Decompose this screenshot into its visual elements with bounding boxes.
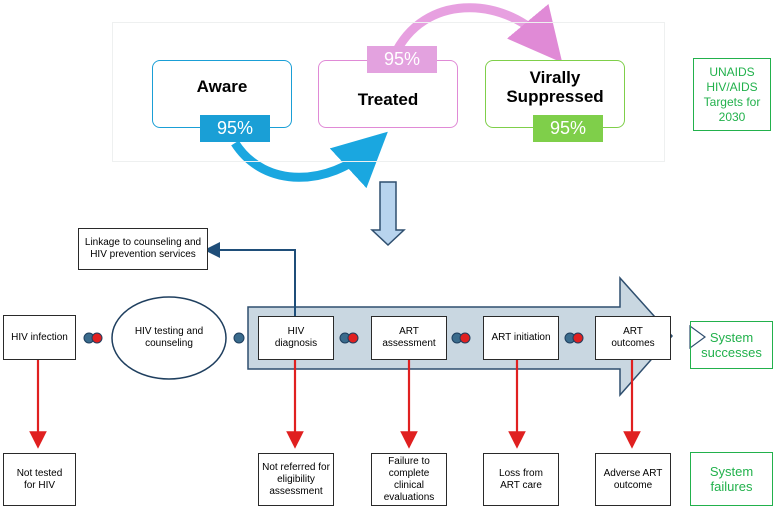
suppressed-pct-badge: 95%: [533, 115, 603, 142]
treated-label: Treated: [357, 90, 419, 109]
failure-arrows: [29, 360, 641, 449]
connector-dots: [83, 332, 584, 344]
not-tested-box: Not tested for HIV: [3, 453, 76, 506]
not-referred-box: Not referred for eligibility assessment: [258, 453, 334, 506]
testing-label: HIV testing and counseling: [134, 326, 204, 349]
aware-pct-badge: 95%: [200, 115, 270, 142]
hiv-diagnosis-box: HIV diagnosis: [258, 316, 334, 360]
aware-pct: 95%: [216, 118, 254, 138]
system-failures-label: System failures: [690, 452, 773, 506]
testing-ellipse: [111, 296, 227, 380]
failure-evaluations-box: Failure to complete clinical evaluations: [371, 453, 447, 506]
adverse-outcome-box: Adverse ART outcome: [595, 453, 671, 506]
loss-from-care-box: Loss from ART care: [483, 453, 559, 506]
linkage-arrow: [204, 242, 296, 316]
targets-panel: [112, 22, 665, 162]
suppressed-pct: 95%: [549, 118, 587, 138]
treated-to-suppressed-arrow: [393, 3, 563, 63]
treated-pct-badge: 95%: [367, 46, 437, 73]
art-outcomes-box: ART outcomes: [595, 316, 671, 360]
art-initiation-box: ART initiation: [483, 316, 559, 360]
hiv-infection-box: HIV infection: [3, 315, 76, 360]
suppressed-label: Virally Suppressed: [506, 68, 604, 106]
treated-pct: 95%: [383, 49, 421, 69]
down-arrow: [370, 181, 406, 247]
aware-label: Aware: [196, 77, 248, 96]
art-assessment-box: ART assessment: [371, 316, 447, 360]
unaids-targets-label: UNAIDS HIV/AIDS Targets for 2030: [693, 58, 771, 131]
system-successes-label: System successes: [690, 321, 773, 369]
linkage-box: Linkage to counseling and HIV prevention…: [78, 228, 208, 270]
